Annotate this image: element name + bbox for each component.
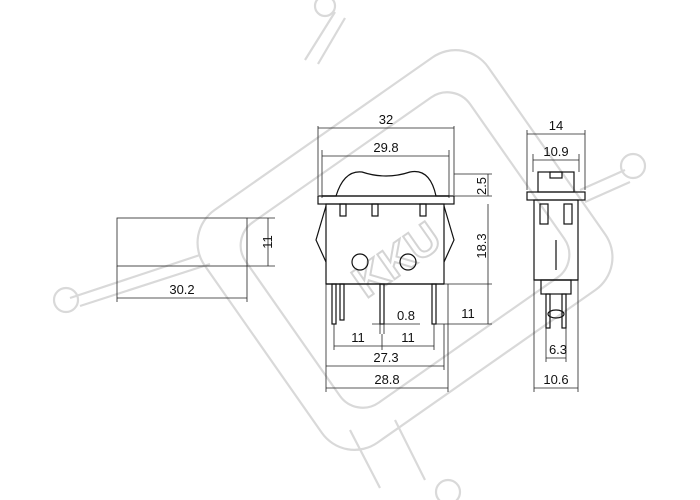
panel-cutout-rect [116,217,248,267]
watermark-outer-frame [196,49,614,451]
watermark-line [579,168,626,192]
front-view: 32 29.8 2.5 18.3 11 [315,112,492,392]
dim-overall-width: 32 [379,112,393,127]
dim-pin-length: 11 [461,306,475,321]
dim-mount-width: 27.3 [373,350,398,365]
snap-clip-right [443,205,455,263]
watermark-line [304,11,336,61]
mount-tab [371,203,379,217]
watermark-circle [619,152,647,180]
watermark-circle [313,0,337,18]
watermark-line [317,17,346,65]
side-view: 14 10.9 6.3 10.6 [526,118,586,392]
dim-side-pin-spacing: 6.3 [549,342,567,357]
snap-clip-left [315,205,327,263]
side-lever-cap [549,171,563,179]
terminal-pin [339,283,345,321]
dim-side-total-width: 14 [549,118,563,133]
dim-body-depth: 18.3 [474,233,489,258]
rocker-lever [322,170,449,197]
watermark-inner-frame [239,91,571,409]
dim-panel-cutout-width: 30.2 [169,282,194,297]
panel-cutout-view: 11 30.2 [116,217,275,302]
watermark-line [394,419,426,481]
watermark-line [79,262,211,308]
mount-tab [419,203,427,217]
mount-tab [339,203,347,217]
dim-pin-pitch-left: 11 [351,330,365,345]
watermark-line [584,180,631,204]
dim-frame-width: 29.8 [373,140,398,155]
watermark-line [69,253,201,300]
dim-panel-cutout-height: 11 [260,235,275,249]
terminal-pin [431,283,437,325]
side-pin-hole [547,309,565,319]
watermark-circle [434,478,462,500]
side-clip [539,203,549,225]
watermark-text: KKU [344,213,450,308]
rivet-left [351,253,369,271]
dim-pin-thickness: 0.8 [397,308,415,323]
dim-mount-width-outer: 28.8 [374,372,399,387]
rivet-right [399,253,417,271]
dim-side-frame-width: 10.9 [543,144,568,159]
watermark-line [349,429,381,489]
watermark-circle [52,286,80,314]
dim-pin-pitch-right: 11 [401,330,415,345]
dim-lever-height: 2.5 [474,177,489,195]
dim-side-mount-width: 10.6 [543,372,568,387]
side-terminal-block [540,279,572,295]
side-clip [563,203,573,225]
terminal-pin [331,283,337,325]
bezel [317,195,455,205]
